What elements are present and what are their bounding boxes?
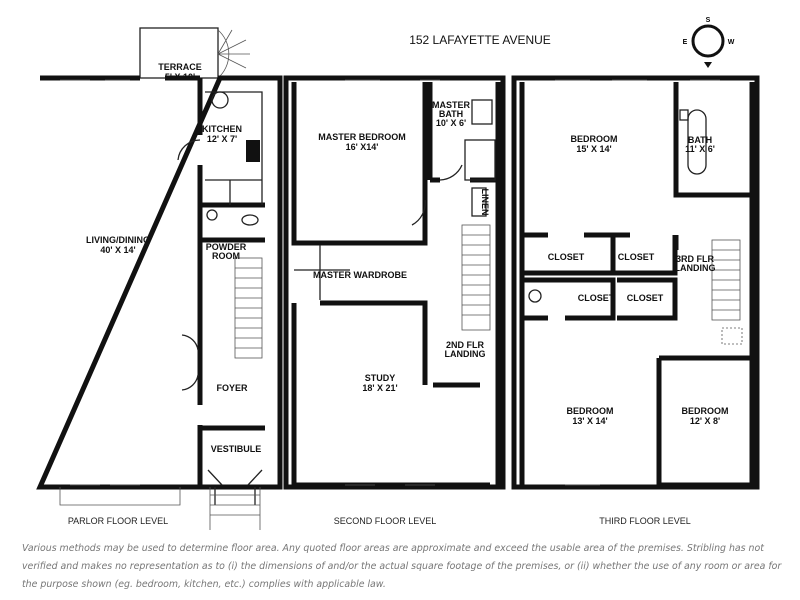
third-landing-label-2: LANDING — [675, 263, 716, 273]
stove-icon — [246, 140, 260, 162]
compass-east: E — [683, 39, 688, 46]
toilet-icon — [241, 214, 259, 226]
parlor-stairs — [234, 257, 263, 359]
spiral-stair-icon — [217, 29, 250, 79]
third-floor-stairs — [711, 239, 741, 321]
bedroom-top-dimensions: 15' X 14' — [576, 144, 611, 154]
bathtub-icon — [464, 139, 496, 181]
sink-icon — [211, 91, 229, 109]
living-dining-label: LIVING/DINING — [86, 235, 150, 245]
powder-room-label-2: ROOM — [212, 251, 240, 261]
second-floor-plan: MASTER BEDROOM 16' X14' MASTER BATH 10' … — [283, 75, 506, 526]
third-bath-dimensions: 11' X 6' — [685, 144, 715, 154]
linen-label: LINEN — [480, 189, 490, 216]
living-dining-dimensions: 40' X 14' — [100, 245, 135, 255]
parlor-floor-plan: TERRACE 5' X 10' KITCHEN 12' X 7' LIVING… — [36, 27, 283, 530]
third-bath-label: BATH — [688, 135, 712, 145]
skylight-hatch — [721, 327, 743, 345]
second-floor-stairs — [461, 224, 491, 331]
study-dimensions: 18' X 21' — [362, 383, 397, 393]
closet-label-4: CLOSET — [627, 293, 664, 303]
parlor-level-label: PARLOR FLOOR LEVEL — [68, 516, 168, 526]
compass-south: S — [706, 17, 711, 24]
terrace-dimensions: 5' X 10' — [165, 72, 195, 82]
bedroom-top-label: BEDROOM — [571, 134, 618, 144]
master-bath-label: MASTER — [432, 100, 471, 110]
master-bath-label-2: BATH — [439, 109, 463, 119]
master-bedroom-dimensions: 16' X14' — [346, 142, 379, 152]
bedroom-right-label: BEDROOM — [682, 406, 729, 416]
master-bedroom-label: MASTER BEDROOM — [318, 132, 406, 142]
second-landing-label-2: LANDING — [445, 349, 486, 359]
compass-west: W — [728, 39, 735, 46]
bedroom-right-dimensions: 12' X 8' — [690, 416, 720, 426]
powder-sink-icon — [206, 209, 218, 221]
third-bathtub-icon — [687, 109, 707, 175]
vestibule-label: VESTIBULE — [211, 444, 262, 454]
washer-icon — [528, 289, 542, 303]
closet-label-1: CLOSET — [548, 252, 585, 262]
kitchen-dimensions: 12' X 7' — [207, 134, 237, 144]
kitchen-label: KITCHEN — [202, 124, 242, 134]
closet-label-2: CLOSET — [618, 252, 655, 262]
powder-room-label: POWDER — [206, 242, 247, 252]
master-wardrobe-label: MASTER WARDROBE — [313, 270, 407, 280]
study-label: STUDY — [365, 373, 396, 383]
second-level-label: SECOND FLOOR LEVEL — [334, 516, 437, 526]
disclaimer-text: Various methods may be used to determine… — [22, 543, 782, 590]
master-bath-dimensions: 10' X 6' — [436, 118, 466, 128]
second-landing-label: 2ND FLR — [446, 340, 485, 350]
linen-closet — [471, 187, 487, 217]
third-level-label: THIRD FLOOR LEVEL — [599, 516, 691, 526]
bedroom-left-dimensions: 13' X 14' — [572, 416, 607, 426]
bath-sink-icon — [471, 99, 493, 125]
plan-title: 152 LAFAYETTE AVENUE — [409, 33, 551, 47]
bedroom-left-label: BEDROOM — [567, 406, 614, 416]
closet-label-3: CLOSET — [578, 293, 615, 303]
third-floor-plan: BEDROOM 15' X 14' BATH 11' X 6' CLOSET C… — [511, 75, 760, 526]
third-landing-label: 3RD FLR — [676, 254, 715, 264]
foyer-label: FOYER — [216, 383, 248, 393]
third-bath-sink-icon — [679, 109, 689, 121]
terrace-label: TERRACE — [158, 62, 202, 72]
compass-icon: S E W — [683, 17, 735, 68]
